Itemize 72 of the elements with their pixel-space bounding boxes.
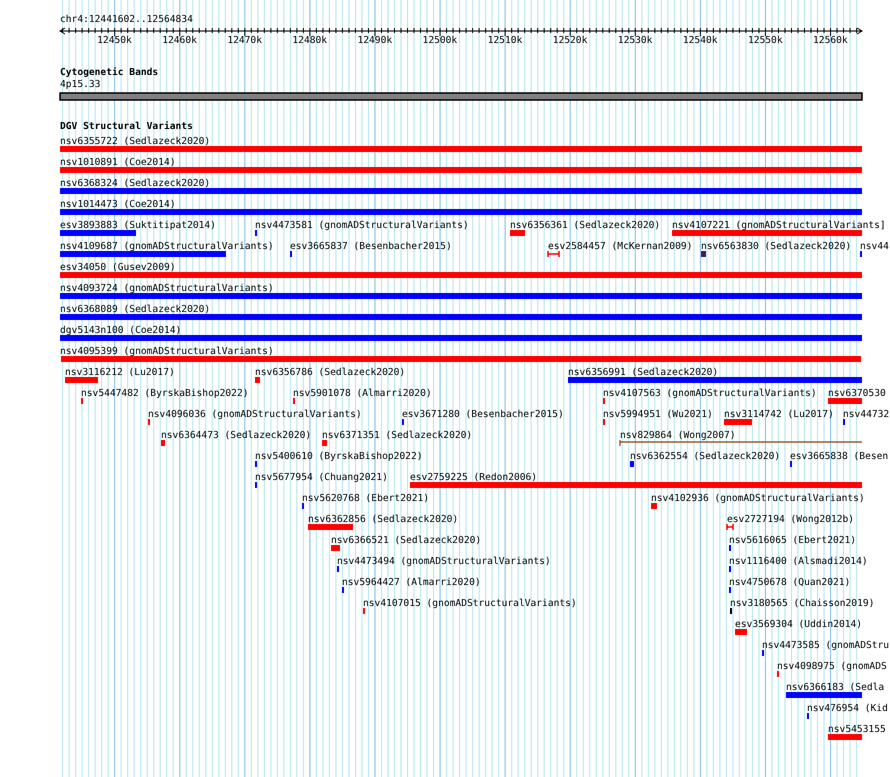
variant-label: nsv1010891 (Coe2014) bbox=[60, 157, 176, 168]
variant-label: esv2759225 (Redon2006) bbox=[410, 472, 538, 483]
variant-label: nsv4473585 (gnomADStru bbox=[762, 640, 890, 651]
variant-label: nsv3116212 (Lu2017) bbox=[65, 367, 175, 378]
tick-label: 12560k bbox=[813, 35, 848, 46]
variant-label: nsv4096036 (gnomADStructuralVariants) bbox=[148, 409, 362, 420]
tick-label: 12460k bbox=[162, 35, 197, 46]
variant-label: nsv1014473 (Coe2014) bbox=[60, 199, 176, 210]
variant-label: nsv829864 (Wong2007) bbox=[620, 430, 736, 441]
variant-label: esv3665837 (Besenbacher2015) bbox=[290, 241, 452, 252]
variant-label: nsv6356991 (Sedlazeck2020) bbox=[568, 367, 718, 378]
variant-label: nsv5677954 (Chuang2021) bbox=[255, 472, 388, 483]
variant-label: nsv6563830 (Sedlazeck2020) bbox=[701, 241, 852, 252]
variant-label: nsv6364473 (Sedlazeck2020) bbox=[161, 430, 312, 441]
tick-label: 12540k bbox=[682, 35, 718, 46]
variant-label: nsv6368089 (Sedlazeck2020) bbox=[60, 304, 210, 315]
variant-label: esv2584457 (McKernan2009) bbox=[548, 241, 692, 252]
variant-label: nsv1116400 (Alsmadi2014) bbox=[729, 556, 868, 567]
variant-label: nsv4473581 (gnomADStructuralVariants) bbox=[255, 220, 469, 231]
tick-label: 12490k bbox=[357, 35, 392, 46]
tick-label: 12500k bbox=[422, 35, 458, 46]
variant-label: dgv5143n100 (Coe2014) bbox=[60, 325, 182, 336]
variant-label: nsv4107221 (gnomADStructuralVariants] bbox=[672, 220, 886, 231]
tick-label: 12470k bbox=[227, 35, 262, 46]
variant-label: nsv476954 (Kid bbox=[807, 703, 888, 714]
variant-label: nsv4750678 (Quan2021) bbox=[729, 577, 850, 588]
variant-label: nsv44732 bbox=[843, 409, 890, 420]
variant-label: nsv5447482 (ByrskaBishop2022) bbox=[81, 388, 249, 399]
variant-label: nsv4107563 (gnomADStructuralVariants) bbox=[603, 388, 817, 399]
variant-label: nsv6356786 (Sedlazeck2020) bbox=[255, 367, 406, 378]
variant-label: nsv5994951 (Wu2021) bbox=[603, 409, 713, 420]
variant-label: esv3671280 (Besenbacher2015) bbox=[402, 409, 564, 420]
variant-label: nsv6362856 (Sedlazeck2020) bbox=[308, 514, 458, 525]
track-title: DGV Structural Variants bbox=[60, 121, 193, 132]
variant-label: nsv4095399 (gnomADStructuralVariants) bbox=[60, 346, 274, 357]
variant-label: nsv6370530 bbox=[828, 388, 886, 399]
variant-label: nsv5901078 (Almarri2020) bbox=[293, 388, 432, 399]
variant-label: nsv4473494 (gnomADStructuralVariants) bbox=[337, 556, 551, 567]
variant-label: esv3665838 (Besen bbox=[790, 451, 888, 462]
tick-label: 12530k bbox=[618, 35, 652, 46]
variant-label: esv3569304 (Uddin2014) bbox=[735, 619, 862, 630]
variant-label: nsv3180565 (Chaisson2019) bbox=[730, 598, 874, 609]
variant-label: nsv6368324 (Sedlazeck2020) bbox=[60, 178, 210, 189]
variant-label: nsv4107015 (gnomADStructuralVariants) bbox=[363, 598, 577, 609]
variant-label: nsv3114742 (Lu2017) bbox=[724, 409, 834, 420]
variant-label: nsv4109687 (gnomADStructuralVariants) bbox=[60, 241, 274, 252]
tick-label: 12510k bbox=[488, 35, 522, 46]
variant-label: esv3893883 (Suktitipat2014) bbox=[60, 220, 216, 231]
variant-label: nsv5400610 (ByrskaBishop2022) bbox=[255, 451, 423, 462]
variant-label: nsv4098975 (gnomADS bbox=[777, 661, 887, 672]
coordinate-label: chr4:12441602..12564834 bbox=[60, 14, 193, 25]
variant-label: nsv5616065 (Ebert2021) bbox=[729, 535, 856, 546]
variant-label: nsv5620768 (Ebert2021) bbox=[302, 493, 430, 504]
variant-label: nsv6371351 (Sedlazeck2020) bbox=[322, 430, 472, 441]
variant-label: nsv6355722 (Sedlazeck2020) bbox=[60, 136, 210, 147]
tick-label: 12480k bbox=[292, 35, 328, 46]
variant-label: nsv4093724 (gnomADStructuralVariants) bbox=[60, 283, 274, 294]
variant-label: esv2727194 (Wong2012b) bbox=[727, 514, 854, 525]
variant-label: nsv5453155 bbox=[828, 724, 886, 735]
band-label: 4p15.33 bbox=[60, 79, 100, 90]
tick-label: 12550k bbox=[748, 35, 783, 46]
variant-label: nsv6366521 (Sedlazeck2020) bbox=[331, 535, 482, 546]
track-title: Cytogenetic Bands bbox=[60, 67, 158, 78]
variant-label: nsv6362554 (Sedlazeck2020) bbox=[630, 451, 780, 462]
variant-label: nsv6356361 (Sedlazeck2020) bbox=[510, 220, 660, 231]
variant-label: nsv4102936 (gnomADStructuralVariants) bbox=[651, 493, 865, 504]
tick-label: 12520k bbox=[552, 35, 588, 46]
variant-label: nsv5964427 (Almarri2020) bbox=[342, 577, 481, 588]
variant-label: esv34050 (Gusev2009) bbox=[60, 262, 176, 273]
variant-label: nsv6366183 (Sedla bbox=[786, 682, 884, 693]
variant-label: nsv44 bbox=[860, 241, 889, 252]
tick-label: 12450k bbox=[97, 35, 132, 46]
